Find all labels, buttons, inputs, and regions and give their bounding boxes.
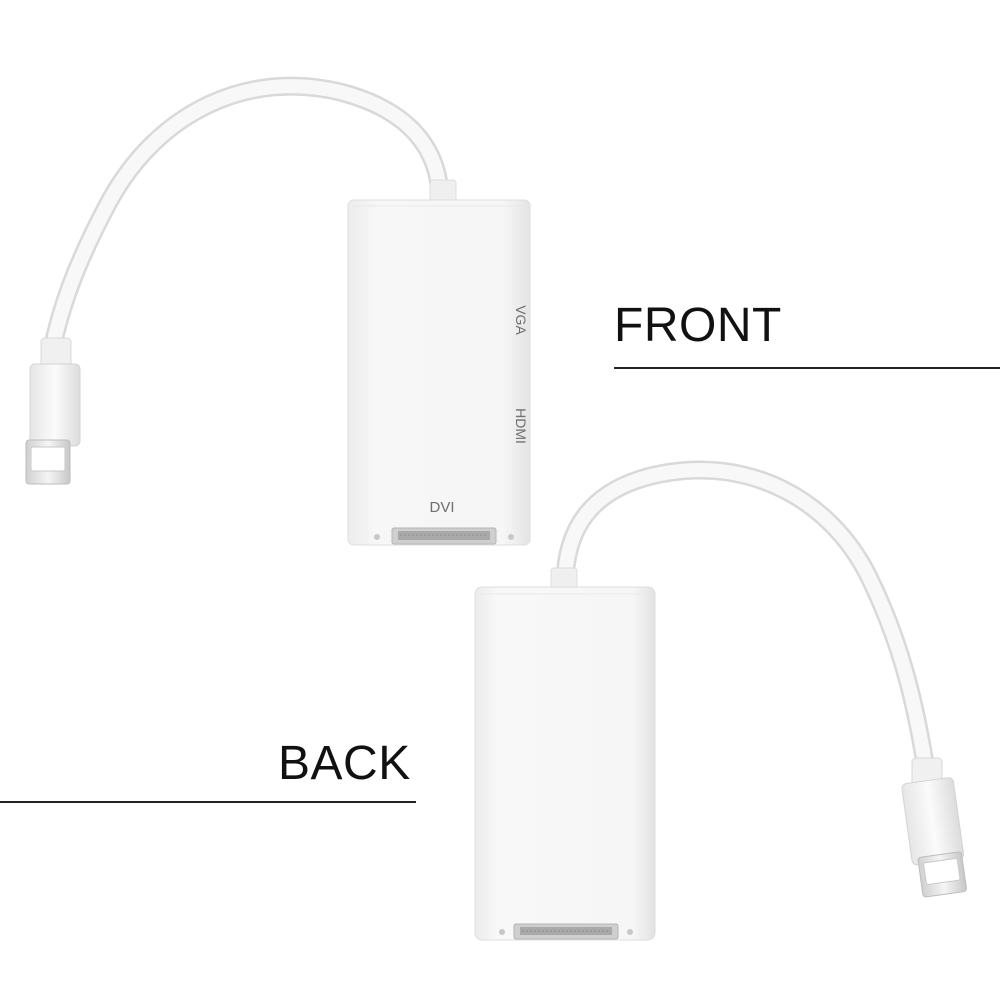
front-adapter-body (347, 199, 531, 546)
back-label: BACK (278, 737, 411, 790)
front-adapter: VGA HDMI DVI (25, 76, 531, 546)
front-underline (614, 367, 1000, 369)
back-adapter-body (474, 586, 656, 941)
dvi-port-label: DVI (429, 499, 454, 516)
front-label: FRONT (614, 299, 782, 352)
back-mini-dp-plug (901, 777, 967, 898)
vga-port-label: VGA (513, 305, 529, 335)
back-dvi-port (499, 923, 633, 940)
hdmi-port-label: HDMI (513, 408, 529, 444)
back-adapter (474, 460, 967, 941)
front-mini-dp-plug (25, 363, 81, 485)
back-underline (0, 801, 416, 803)
front-dvi-port (374, 527, 514, 545)
